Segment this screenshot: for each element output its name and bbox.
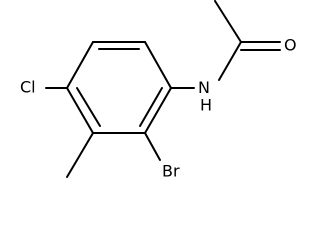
br-bond bbox=[144, 132, 161, 161]
nitrogen-hydrogen-label: H bbox=[200, 96, 212, 115]
ring-bond-lower-left bbox=[66, 87, 94, 134]
chlorine-label: Cl bbox=[20, 78, 36, 97]
ring-bond-lower-right-inner bbox=[139, 87, 163, 127]
chemical-structure-diagram: Cl N H Br O bbox=[20, 0, 297, 181]
ring-bond-lower-right bbox=[144, 87, 172, 134]
n-carbonyl-bond bbox=[218, 41, 242, 81]
ring-bond-upper-right bbox=[144, 41, 172, 89]
ring-bond-lower-left-inner bbox=[76, 87, 101, 127]
nitrogen-symbol: N bbox=[198, 78, 210, 97]
nitrogen-label: N bbox=[198, 78, 210, 97]
oxygen-label: O bbox=[284, 36, 297, 55]
acetyl-methyl-bond bbox=[214, 0, 242, 43]
bromine-label: Br bbox=[162, 162, 180, 181]
benzene-ring bbox=[66, 41, 172, 134]
methyl-bond bbox=[66, 132, 94, 178]
ring-bond-upper-left bbox=[66, 41, 94, 89]
